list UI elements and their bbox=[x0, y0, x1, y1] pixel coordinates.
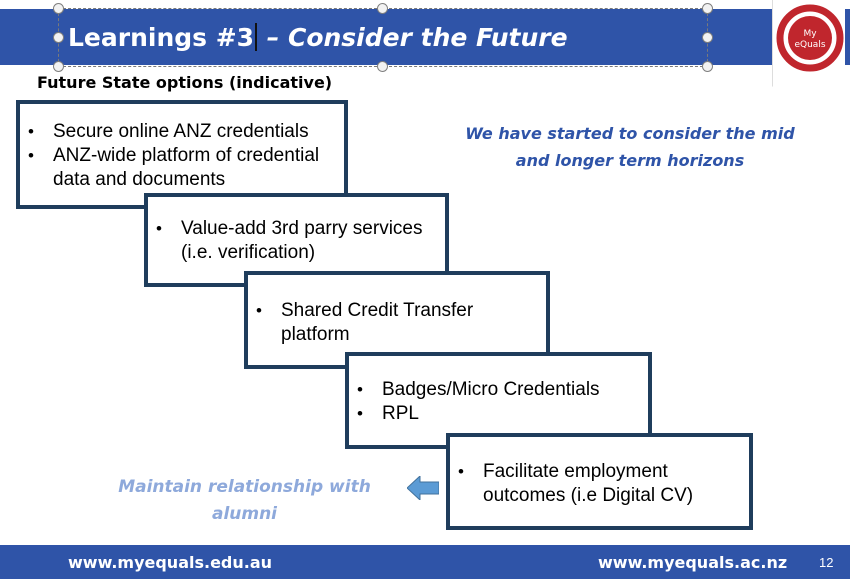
callout-horizons: We have started to consider the mid and … bbox=[465, 124, 795, 170]
step-1-item-2: ANZ-wide platform of credential data and… bbox=[20, 144, 338, 192]
resize-handle-w[interactable] bbox=[53, 32, 64, 43]
step-3-item-1: Shared Credit Transfer platform bbox=[248, 299, 540, 347]
title-prefix: Learnings #3 bbox=[68, 23, 255, 52]
step-5-item-1: Facilitate employment outcomes (i.e Digi… bbox=[450, 460, 743, 508]
step-box-5: Facilitate employment outcomes (i.e Digi… bbox=[446, 433, 753, 530]
resize-handle-nw[interactable] bbox=[53, 3, 64, 14]
step-box-4: Badges/Micro Credentials RPL bbox=[345, 352, 652, 449]
step-4-item-1: Badges/Micro Credentials bbox=[349, 378, 642, 402]
resize-handle-e[interactable] bbox=[702, 32, 713, 43]
resize-handle-se[interactable] bbox=[702, 61, 713, 72]
left-arrow-icon bbox=[407, 476, 439, 500]
text-caret bbox=[255, 23, 258, 51]
page-number: 12 bbox=[819, 555, 834, 570]
footer-link-au[interactable]: www.myequals.edu.au bbox=[68, 553, 273, 572]
logo-text-equals: eQuals bbox=[794, 40, 825, 50]
slide-title[interactable]: Learnings #3 – Consider the Future bbox=[68, 19, 568, 57]
callout-alumni: Maintain relationship with alumni bbox=[118, 477, 371, 524]
step-2-item-1: Value-add 3rd parry services (i.e. verif… bbox=[148, 217, 439, 265]
resize-handle-n[interactable] bbox=[377, 3, 388, 14]
resize-handle-ne[interactable] bbox=[702, 3, 713, 14]
selection-frame bbox=[58, 8, 708, 67]
section-subtitle: Future State options (indicative) bbox=[37, 73, 333, 92]
resize-handle-sw[interactable] bbox=[53, 61, 64, 72]
step-1-item-1: Secure online ANZ credentials bbox=[20, 120, 338, 144]
logo-text-my: My bbox=[803, 29, 817, 39]
footer-bar: www.myequals.edu.au www.myequals.ac.nz 1… bbox=[0, 545, 850, 579]
title-suffix: – Consider the Future bbox=[258, 23, 568, 52]
step-box-1: Secure online ANZ credentials ANZ-wide p… bbox=[16, 100, 348, 209]
step-4-item-2: RPL bbox=[349, 402, 642, 426]
myequals-logo: My eQuals bbox=[772, 0, 845, 108]
resize-handle-s[interactable] bbox=[377, 61, 388, 72]
footer-link-nz[interactable]: www.myequals.ac.nz bbox=[598, 553, 788, 572]
